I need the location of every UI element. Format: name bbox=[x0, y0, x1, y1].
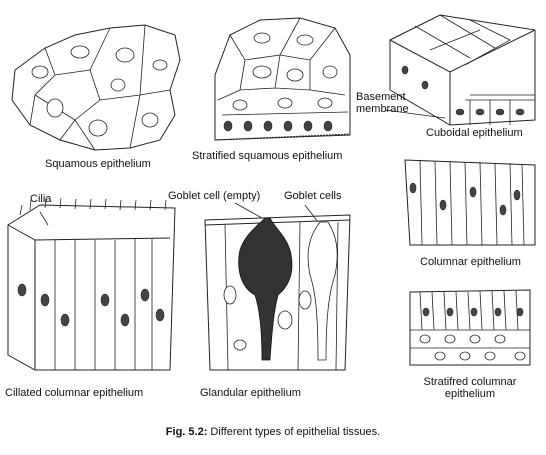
label-stratified-columnar-line1: Stratifred columnar bbox=[423, 376, 517, 388]
label-cuboidal: Cuboidal epithelium bbox=[426, 127, 523, 139]
stratified-columnar-drawing bbox=[409, 289, 531, 366]
label-goblet-cells: Goblet cells bbox=[284, 190, 342, 202]
cuboidal-drawing bbox=[384, 14, 536, 126]
goblet-empty-leader bbox=[234, 202, 263, 219]
caption-text: Different types of epithelial tissues. bbox=[210, 426, 381, 438]
stratified-squamous-drawing bbox=[214, 17, 351, 141]
label-basement-membrane: Basement membrane bbox=[356, 91, 409, 115]
label-stratified-columnar-line2: epithelium bbox=[444, 388, 496, 401]
cilia-leader bbox=[39, 211, 49, 226]
label-goblet-empty: Goblet cell (empty) bbox=[168, 190, 261, 202]
label-stratified-squamous: Stratified squamous epithelium bbox=[192, 150, 343, 162]
label-squamous: Squamous epithelium bbox=[45, 158, 151, 170]
label-ciliated-columnar: Cillated columnar epithelium bbox=[5, 387, 144, 399]
figure-caption: Fig. 5.2: Different types of epithelial … bbox=[0, 426, 546, 438]
goblet-cells-leader bbox=[304, 204, 319, 223]
label-columnar: Columnar epithelium bbox=[420, 256, 521, 268]
squamous-epithelium-drawing bbox=[11, 24, 181, 151]
glandular-drawing bbox=[204, 214, 351, 371]
label-glandular: Glandular epithelium bbox=[200, 387, 301, 399]
label-stratified-columnar: Stratifred columnar epithelium bbox=[405, 376, 535, 400]
ciliated-columnar-drawing bbox=[7, 197, 176, 371]
caption-prefix: Fig. 5.2: bbox=[165, 426, 208, 438]
columnar-drawing bbox=[404, 159, 536, 246]
label-cilia: Cilia bbox=[30, 193, 52, 205]
